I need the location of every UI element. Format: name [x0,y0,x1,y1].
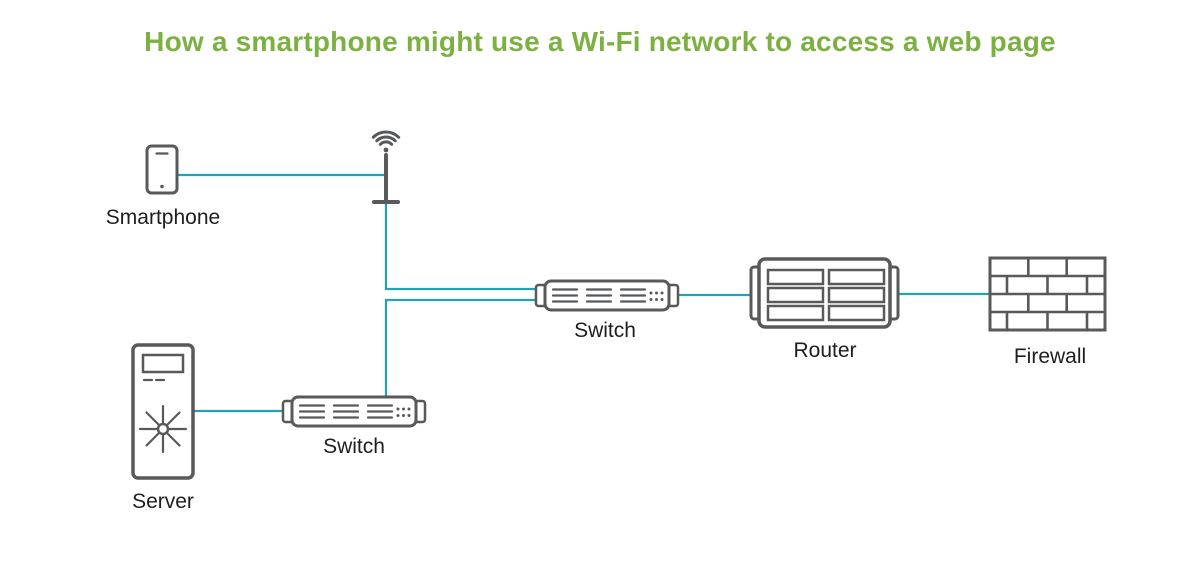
switch-port-dots [396,407,411,417]
router-label: Router [793,339,857,362]
switch-icon [534,279,680,312]
switch-top-label: Switch [574,319,636,342]
switch-port-dots [649,291,664,301]
page-title: How a smartphone might use a Wi-Fi netwo… [144,26,1056,57]
smartphone-label: Smartphone [105,206,221,229]
switch-bottom-label: Switch [323,435,385,458]
firewall-label: Firewall [1013,345,1087,368]
connection-lines [177,173,991,413]
brick-wall-icon [988,256,1107,332]
switch-icon [281,395,427,428]
wifi-antenna-icon [371,130,401,204]
server-tower-icon [131,343,195,480]
connection-switch-top-switch-bottom [384,298,537,398]
router-icon [749,257,900,329]
server-label: Server [132,490,194,513]
connection-ap-switch-top [384,201,537,291]
server-fan-icon [138,404,188,454]
smartphone-icon [145,144,179,195]
